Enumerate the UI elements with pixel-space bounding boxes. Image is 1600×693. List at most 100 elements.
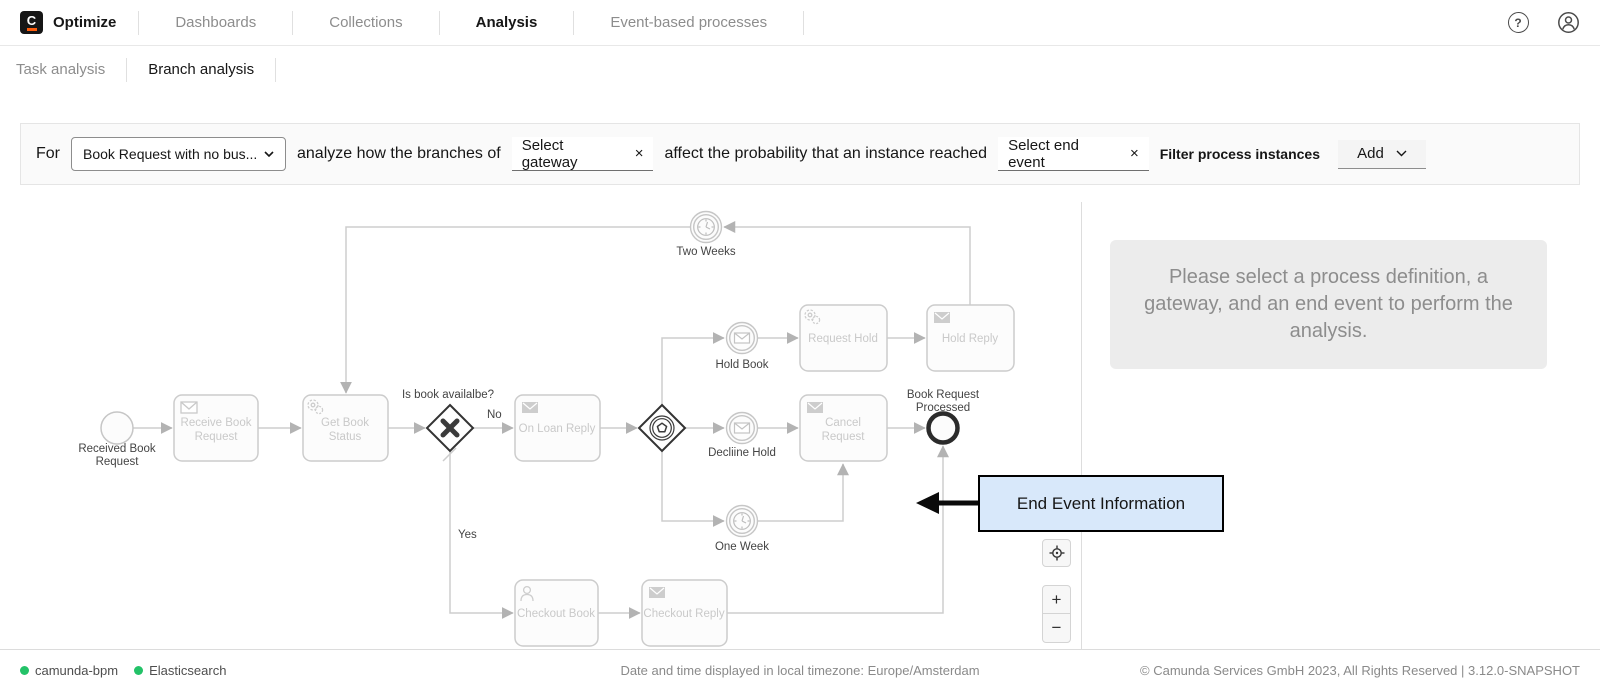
- svg-text:Book Request: Book Request: [907, 389, 980, 401]
- gateway-select[interactable]: Select gateway ×: [511, 136, 654, 171]
- help-icon[interactable]: ?: [1506, 11, 1530, 35]
- exclusive-gateway-is-book-available[interactable]: Is book availalbe?: [402, 389, 494, 453]
- message-outline-icon: [180, 401, 198, 414]
- svg-text:Request: Request: [822, 431, 866, 443]
- diagram-reset-viewport-button[interactable]: [1042, 539, 1071, 567]
- end-event-select[interactable]: Select end event ×: [998, 137, 1149, 171]
- nav-analysis[interactable]: Analysis: [475, 14, 538, 31]
- message-filled-icon: [807, 402, 823, 413]
- timezone-note: Date and time displayed in local timezon…: [620, 662, 980, 678]
- clock-icon: [733, 512, 751, 530]
- task-checkout-book: Checkout Book: [514, 579, 599, 647]
- logo-orange-bar: [26, 28, 37, 31]
- filter-instances-label: Filter process instances: [1159, 146, 1320, 162]
- svg-text:Cancel: Cancel: [825, 417, 861, 429]
- panel-divider: [1081, 202, 1082, 649]
- add-filter-button[interactable]: Add: [1338, 139, 1426, 169]
- status-dot-icon: [20, 665, 29, 675]
- svg-text:Checkout Book: Checkout Book: [517, 608, 595, 620]
- process-definition-select[interactable]: Book Request with no bus...: [71, 137, 286, 171]
- zoom-controls: + −: [1042, 585, 1071, 643]
- analysis-hint-box: Please select a process definition, a ga…: [1110, 240, 1547, 369]
- default-flow-marker: [442, 447, 457, 462]
- subnav-divider: [126, 57, 128, 82]
- event-based-gateway[interactable]: [637, 403, 687, 453]
- tab-branch-analysis[interactable]: Branch analysis: [148, 61, 255, 78]
- analysis-filter-bar: For Book Request with no bus... analyze …: [20, 123, 1580, 185]
- nav-event-based-processes[interactable]: Event-based processes: [610, 14, 768, 31]
- nav-collections[interactable]: Collections: [329, 14, 403, 31]
- svg-text:One Week: One Week: [715, 541, 769, 553]
- svg-text:Decliine Hold: Decliine Hold: [708, 447, 776, 459]
- service-gear-icon: [804, 309, 821, 325]
- zoom-out-button[interactable]: −: [1051, 618, 1062, 637]
- message-event-decline-hold: Decliine Hold: [708, 411, 776, 459]
- bpmn-diagram: Received Book Request Receive Book Reque…: [78, 210, 1015, 647]
- connection-status-elasticsearch: Elasticsearch: [134, 663, 226, 678]
- task-receive-book-request: Receive Book Request: [173, 394, 259, 462]
- analysis-hint-text: Please select a process definition, a ga…: [1144, 266, 1513, 342]
- message-filled-icon: [522, 402, 538, 413]
- app-header: C Optimize Dashboards Collections Analys…: [0, 0, 1600, 46]
- process-definition-value: Book Request with no bus...: [83, 146, 256, 162]
- event-gateway-icon: [649, 415, 675, 441]
- nav-divider: [438, 10, 440, 35]
- zoom-in-button[interactable]: +: [1043, 586, 1070, 614]
- svg-text:Get Book: Get Book: [321, 417, 369, 429]
- clock-icon: [697, 218, 715, 236]
- status-footer: camunda-bpm Elasticsearch Date and time …: [0, 649, 1600, 690]
- message-filled-icon: [649, 587, 665, 598]
- svg-text:Hold Reply: Hold Reply: [942, 333, 998, 345]
- chevron-down-icon: [264, 151, 274, 157]
- gateway-clear-icon[interactable]: ×: [634, 145, 644, 162]
- timer-event-two-weeks: Two Weeks: [676, 210, 736, 258]
- user-icon[interactable]: [1556, 11, 1580, 35]
- main-nav: Dashboards Collections Analysis Event-ba…: [139, 0, 805, 45]
- task-hold-reply: Hold Reply: [926, 304, 1015, 372]
- flow-label-no: No: [487, 409, 502, 421]
- nav-divider: [803, 10, 805, 35]
- tab-task-analysis[interactable]: Task analysis: [16, 61, 106, 78]
- svg-text:Checkout Reply: Checkout Reply: [643, 608, 724, 620]
- analysis-subnav: Task analysis Branch analysis: [0, 46, 1600, 93]
- message-filled-icon: [934, 312, 950, 323]
- tooltip-arrow-icon: [916, 492, 978, 514]
- task-get-book-status: Get Book Status: [302, 394, 389, 462]
- message-icon: [733, 422, 751, 434]
- svg-text:Processed: Processed: [916, 402, 970, 414]
- nav-dashboards[interactable]: Dashboards: [175, 14, 257, 31]
- branch-analysis-main: Received Book Request Receive Book Reque…: [0, 185, 1600, 649]
- svg-text:Hold Book: Hold Book: [715, 359, 768, 371]
- svg-text:Received Book: Received Book: [78, 443, 156, 455]
- subnav-divider: [275, 57, 277, 82]
- svg-text:Is book availalbe?: Is book availalbe?: [402, 389, 494, 401]
- message-icon: [733, 332, 751, 344]
- task-cancel-request: Cancel Request: [799, 394, 888, 462]
- end-event-clear-icon[interactable]: ×: [1129, 145, 1139, 162]
- nav-divider: [292, 10, 294, 35]
- svg-text:Request: Request: [195, 431, 239, 443]
- status-dot-icon: [134, 665, 144, 675]
- logo-letter: C: [26, 13, 37, 28]
- copyright-text: © Camunda Services GmbH 2023, All Rights…: [1132, 662, 1580, 678]
- camunda-logo: C: [20, 11, 43, 34]
- task-request-hold: Request Hold: [799, 304, 888, 372]
- app-title: Optimize: [53, 14, 117, 31]
- header-divider: [138, 10, 140, 35]
- user-task-icon: [520, 585, 534, 602]
- branches-text: analyze how the branches of: [297, 145, 501, 162]
- end-event-book-request-processed[interactable]: Book Request Processed: [907, 389, 980, 445]
- chevron-down-icon: [1396, 150, 1407, 157]
- sequence-flows: [133, 221, 971, 619]
- filter-section: For Book Request with no bus... analyze …: [0, 93, 1600, 185]
- timer-event-one-week: One Week: [715, 504, 769, 553]
- svg-text:Request: Request: [96, 456, 140, 468]
- tooltip-text: End Event Information: [1016, 493, 1186, 513]
- message-event-hold-book: Hold Book: [715, 321, 769, 371]
- svg-text:On Loan Reply: On Loan Reply: [519, 423, 596, 435]
- gateway-x-icon: [440, 418, 460, 438]
- end-event-tooltip: End Event Information: [978, 475, 1224, 532]
- gateway-placeholder: Select gateway: [521, 136, 578, 171]
- svg-text:Receive Book: Receive Book: [181, 417, 252, 429]
- task-on-loan-reply: On Loan Reply: [514, 394, 601, 462]
